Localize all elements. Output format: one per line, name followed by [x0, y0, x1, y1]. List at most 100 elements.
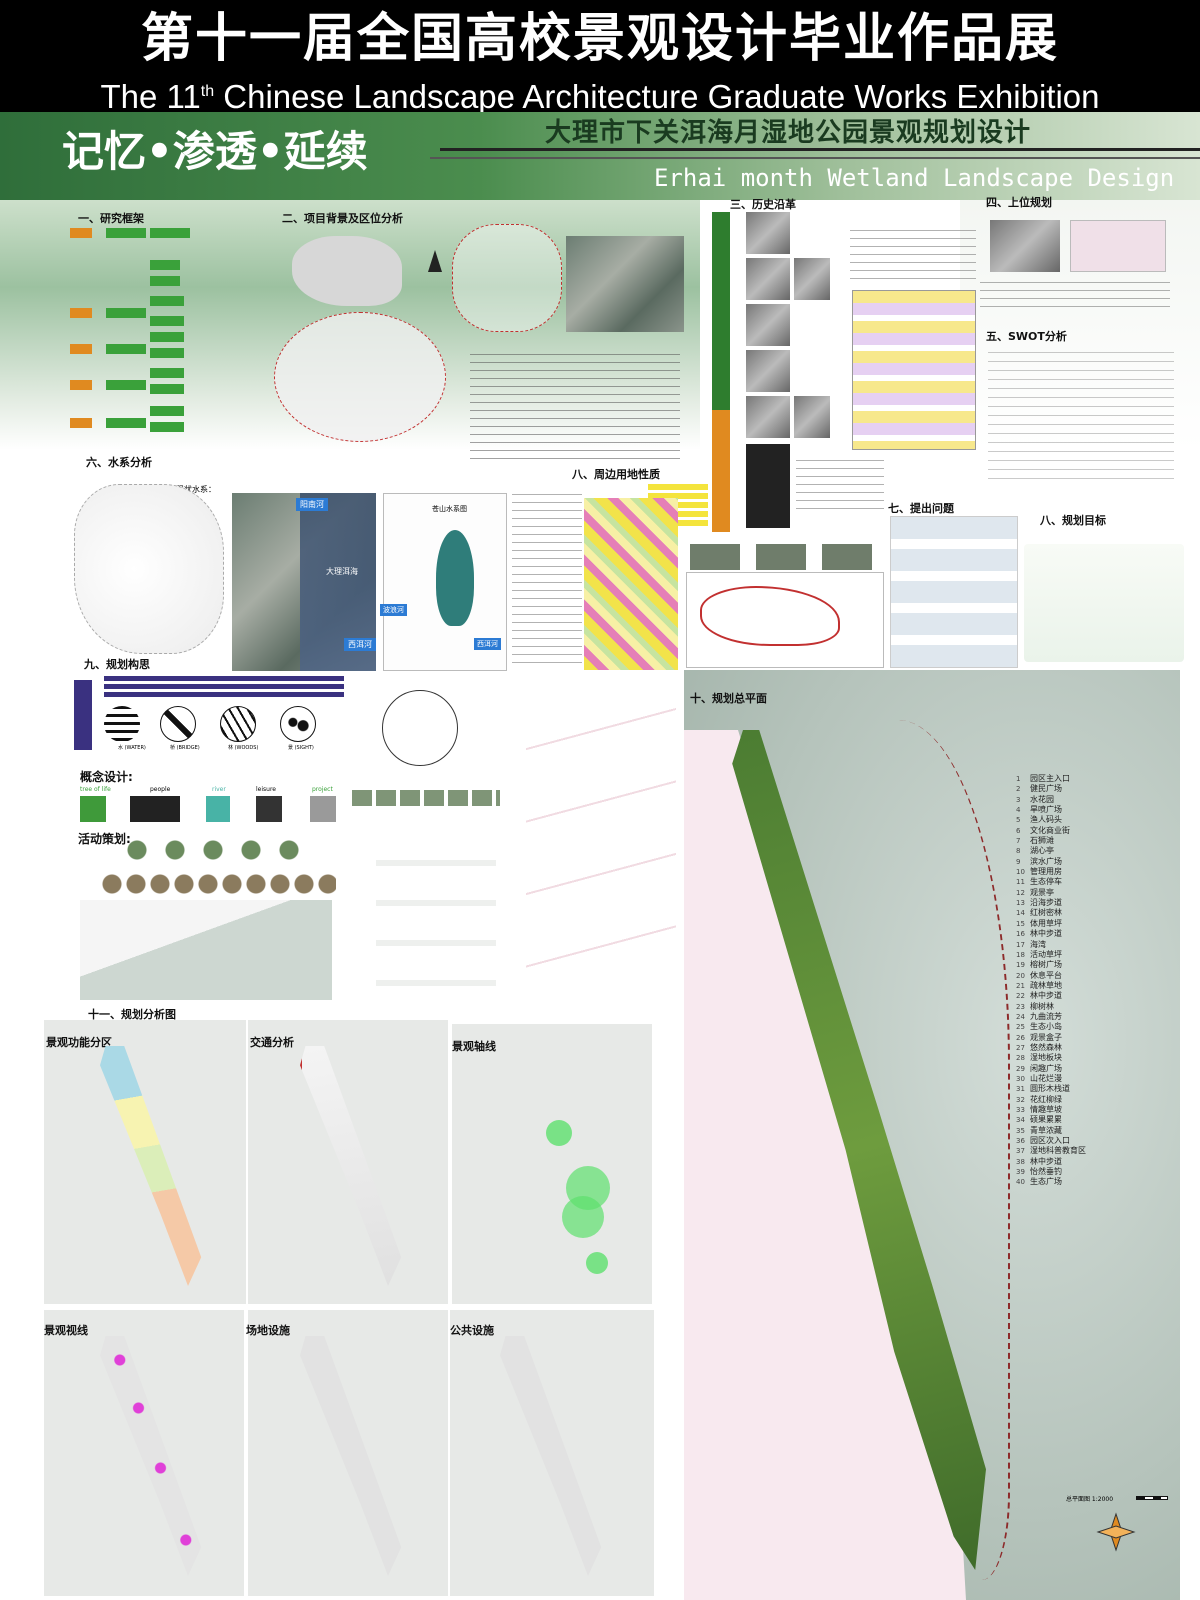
section-swot: 五、SWOT分析 [986, 330, 1067, 343]
section-research-framework: 一、研究框架 [78, 212, 144, 225]
upper-planning-map-1 [990, 220, 1060, 272]
framework-tag [150, 348, 184, 358]
water-symbol-icon [104, 706, 140, 742]
site-context-photos [690, 544, 886, 570]
bridge-symbol-icon [160, 706, 196, 742]
problems-grid [890, 516, 1018, 668]
history-map-6 [746, 396, 790, 438]
framework-tag [70, 308, 92, 318]
section-upper-planning: 四、上位规划 [986, 196, 1052, 209]
sight-symbol-icon [280, 706, 316, 742]
legend-number: 1 [1016, 775, 1021, 783]
history-map-4 [746, 304, 790, 346]
legend-number: 30 [1016, 1074, 1025, 1083]
framework-tag [150, 332, 184, 342]
legend-label: 硕果累累 [1030, 1115, 1062, 1125]
project-slogan: 记忆•渗透•延续 [62, 127, 368, 176]
concept-word-river: river [212, 786, 226, 793]
legend-number: 11 [1016, 878, 1025, 887]
legend-label: 柳树林 [1030, 1001, 1054, 1011]
legend-label: 旱喷广场 [1030, 805, 1062, 815]
section-planning-concept: 九、规划构思 [84, 658, 150, 671]
landscape-axis-panel [452, 1024, 652, 1304]
swot-text [988, 352, 1174, 482]
legend-number: 4 [1016, 806, 1021, 815]
section-water-system: 六、水系分析 [86, 456, 152, 469]
framework-tag [150, 384, 184, 394]
legend-number: 15 [1016, 919, 1025, 928]
legend-label: 生态停车 [1030, 877, 1062, 887]
framework-tag [70, 228, 92, 238]
legend-label: 悠然森林 [1030, 1042, 1062, 1052]
legend-label: 闲趣广场 [1030, 1063, 1062, 1073]
legend-number: 26 [1016, 1033, 1025, 1042]
framework-diagram [70, 228, 270, 438]
panel-title-traffic: 交通分析 [250, 1036, 294, 1049]
legend-item: 34 硕果累累 [1016, 1115, 1086, 1125]
header-rule [440, 148, 1200, 151]
exhibition-title-en: The 11th Chinese Landscape Architecture … [100, 78, 1100, 115]
framework-tag [150, 368, 184, 378]
legend-label: 情趣草坡 [1030, 1105, 1062, 1114]
yangnan-river-label: 阳南河 [296, 498, 328, 511]
legend-number: 28 [1016, 1054, 1025, 1063]
framework-tag [70, 344, 92, 354]
legend-number: 9 [1016, 857, 1021, 866]
water-system-map [74, 484, 224, 654]
history-map-2 [746, 258, 790, 300]
legend-label: 榕树广场 [1030, 960, 1062, 970]
legend-number: 33 [1016, 1106, 1025, 1114]
master-plan-boundary [730, 720, 1010, 1580]
legend-number: 40 [1016, 1178, 1025, 1187]
legend-number: 16 [1016, 930, 1025, 939]
section-master-plan: 十、规划总平面 [690, 692, 767, 705]
legend-label: 渔人码头 [1030, 815, 1062, 825]
framework-tag [106, 380, 146, 390]
legend-label: 休息平台 [1030, 970, 1062, 980]
legend-number: 6 [1016, 826, 1021, 835]
scale-bar [1136, 1496, 1168, 1500]
header-rule-secondary [430, 157, 1200, 159]
legend-label: 生态小岛 [1030, 1022, 1062, 1032]
legend-label: 林中步道 [1030, 929, 1062, 939]
concept-word-leisure: leisure [256, 786, 276, 793]
exhibition-banner: 第十一届全国高校景观设计毕业作品展 The 11th Chinese Lands… [0, 0, 1200, 115]
section-planning-goals: 八、规划目标 [1040, 514, 1106, 527]
legend-label: 水花园 [1030, 794, 1054, 804]
framework-tag [150, 422, 184, 432]
legend-number: 34 [1016, 1116, 1025, 1125]
city-location-map [452, 224, 562, 332]
legend-label: 花红柳绿 [1030, 1094, 1062, 1104]
history-map-5 [746, 350, 790, 392]
erhai-lake-shape [436, 530, 474, 626]
history-map-7 [794, 396, 830, 438]
legend-number: 21 [1016, 981, 1025, 990]
legend-label: 怡然垂钓 [1030, 1167, 1062, 1177]
legend-label: 健民广场 [1030, 784, 1062, 794]
framework-tag [106, 308, 146, 318]
section-problems: 七、提出问题 [888, 502, 954, 515]
legend-number: 8 [1016, 847, 1021, 856]
project-title-en: Erhai month Wetland Landscape Design [654, 164, 1175, 192]
concept-word-project: project [312, 786, 333, 793]
framework-tag [150, 260, 180, 270]
cangshan-water-label: 苍山水系图 [432, 505, 467, 513]
axis-node-4 [586, 1252, 608, 1274]
water-system-text [512, 494, 582, 666]
